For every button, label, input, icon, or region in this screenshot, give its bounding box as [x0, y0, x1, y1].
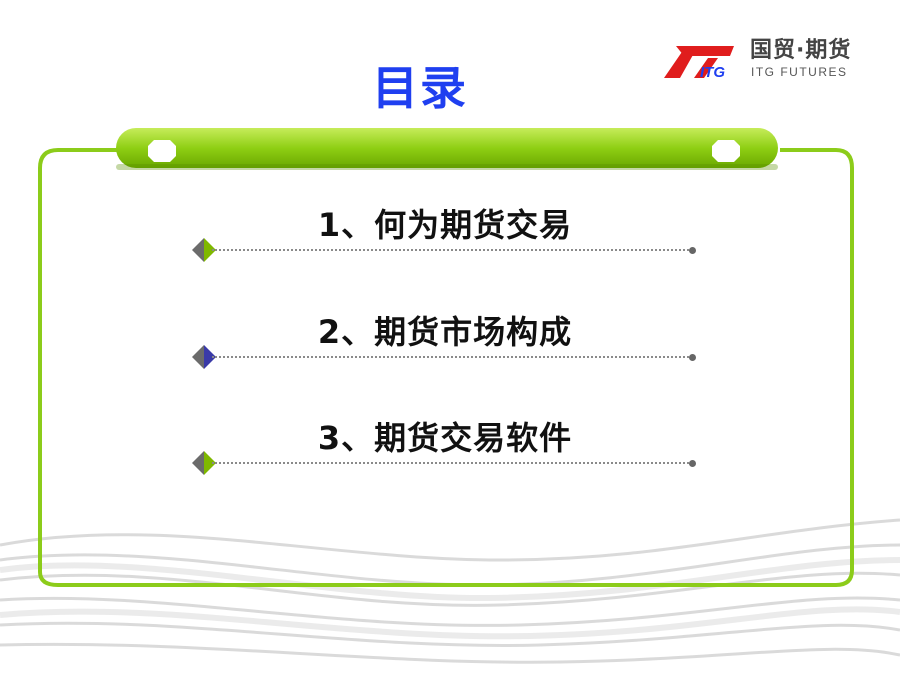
company-logo: ITG 国贸·期货 ITG FUTURES	[664, 38, 864, 84]
dotted-leader	[212, 249, 692, 251]
dotted-leader	[212, 356, 692, 358]
leader-end-dot	[689, 460, 696, 467]
menu-item-1[interactable]: 1、何为期货交易	[190, 205, 700, 265]
menu-item-label: 2、期货市场构成	[317, 313, 573, 351]
logo-mark-text: ITG	[700, 64, 725, 80]
itg-logo-icon: ITG	[664, 46, 734, 80]
menu-item-label: 1、何为期货交易	[317, 206, 573, 244]
menu-item-3[interactable]: 3、期货交易软件	[190, 418, 700, 478]
logo-english-name: ITG FUTURES	[751, 65, 848, 79]
dotted-leader	[212, 462, 692, 464]
leader-end-dot	[689, 247, 696, 254]
diamond-bullet-icon	[192, 345, 216, 369]
leader-end-dot	[689, 354, 696, 361]
logo-chinese-name: 国贸·期货	[750, 38, 852, 63]
menu-item-label: 3、期货交易软件	[317, 419, 573, 457]
slide-title: 目录	[372, 61, 468, 115]
diamond-bullet-icon	[192, 238, 216, 262]
diamond-bullet-icon	[192, 451, 216, 475]
menu-item-2[interactable]: 2、期货市场构成	[190, 312, 700, 372]
